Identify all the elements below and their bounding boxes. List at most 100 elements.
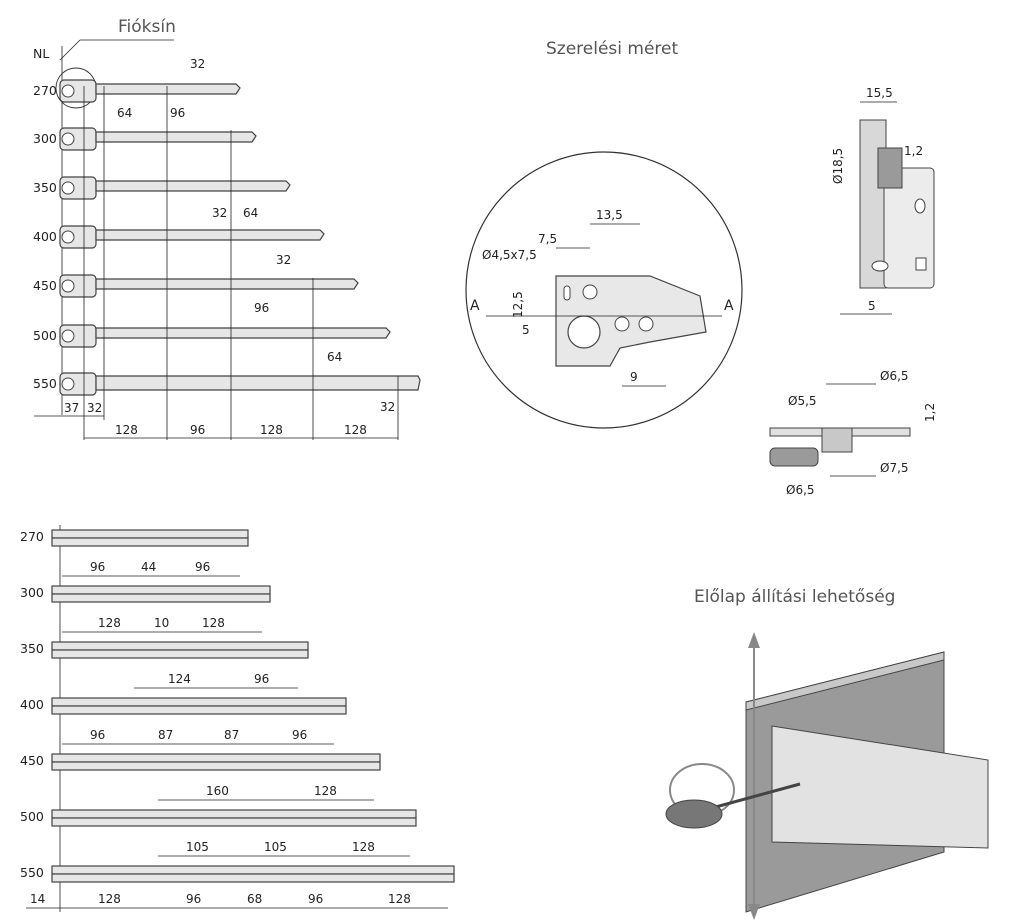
bottom-rail-row: 350 [20,641,309,659]
top-rail-row: 400 [33,225,325,249]
dim-text: 96 [90,560,105,574]
dim-text: 96 [186,892,201,906]
mounting-detail: Szerelési méret A A 13,5 7,5 Ø4,5x7,5 12… [465,39,743,429]
bottom-rail-row: 500 160 128 [20,784,417,827]
rail-bar [51,641,309,651]
dim-text: 32 [190,57,205,71]
rail-bar [51,649,309,659]
front-adjustment: Előlap állítási lehetőség [665,587,989,920]
elolap-title: Előlap állítási lehetőség [694,587,895,607]
dim-text: 14 [30,892,45,906]
rail-bar [51,697,347,707]
rail-profile [95,83,241,95]
rail-length-label: 350 [20,641,44,656]
rail-length-label: 300 [33,131,57,146]
fioksin-label: Fióksín [118,17,176,37]
dim-text: 128 [115,423,138,437]
bottom-rail-row: 450 96 87 87 96 [20,728,381,771]
dim-text: 12,5 [511,291,525,318]
dim-text: 10 [154,616,169,630]
top-rail-row: 300 [33,127,257,151]
rail-bar [51,753,381,763]
side-view: 15,5 1,2 Ø18,5 5 [831,86,935,315]
pin-detail: Ø6,5 Ø5,5 1,2 Ø7,5 Ø6,5 [769,369,937,497]
dim-text: 15,5 [866,86,893,100]
hole [638,316,654,332]
dim-text: 32 [212,206,227,220]
dim-text: 96 [292,728,307,742]
dim-text: 96 [190,423,205,437]
dim-text: 96 [90,728,105,742]
rail-length-label: 270 [33,83,57,98]
bottom-rail-row: 550 105 105 128 [20,840,455,883]
section-a-right: A [724,298,734,314]
rail-bar [51,761,381,771]
fioksin-leader-diag [59,39,81,61]
bottom-rail-series: 270 96 44 96 300 128 10 128 350 400 124 [20,525,455,912]
hole [614,316,630,332]
dim-text: 1,2 [904,144,923,158]
rail-wheel [61,84,75,98]
dim-text: 128 [352,840,375,854]
rail-wheel [61,132,75,146]
dim-text: 128 [344,423,367,437]
dim-text: 96 [254,672,269,686]
rail-length-label: 350 [33,180,57,195]
rail-bar [51,873,455,883]
rail-length-label: 450 [33,278,57,293]
dim-text: 105 [186,840,209,854]
rail-profile [95,375,421,391]
rail-bar [51,529,249,539]
rail-profile [95,229,325,241]
dim-text: 87 [224,728,239,742]
rail-profile [95,327,391,339]
dim-text: 128 [98,892,121,906]
rail-bar [51,705,347,715]
dim-text: 96 [170,106,185,120]
rail-length-label: 400 [20,697,44,712]
dim-text: Ø7,5 [880,461,909,475]
screwdriver-handle [665,799,723,829]
slot-hole [914,198,926,214]
rail-bar [51,585,271,595]
side-wheel [877,147,903,189]
dim-text: 5 [868,299,876,313]
bottom-rail-row: 400 124 96 [20,672,347,715]
dim-text: 128 [388,892,411,906]
dim-text: 64 [327,350,342,364]
dim-text: 128 [314,784,337,798]
dim-text: 128 [98,616,121,630]
dim-text: 1,2 [923,403,937,422]
rail-profile [95,180,291,192]
dim-text: 128 [260,423,283,437]
top-rail-row: 350 [33,176,291,200]
rail-wheel [61,181,75,195]
section-a-left: A [470,298,480,314]
rail-bar [51,817,417,827]
dim-text: 9 [630,370,638,384]
square-hole [915,257,927,271]
dim-text: 64 [243,206,258,220]
dim-text: 105 [264,840,287,854]
rail-bar [51,593,271,603]
rail-length-label: 550 [20,865,44,880]
top-rail-row: 270 [33,79,241,103]
pin-body [821,427,853,453]
dim-text: 96 [308,892,323,906]
dim-text: 44 [141,560,156,574]
dim-text: 7,5 [538,232,557,246]
dim-text: 37 [64,401,79,415]
dim-text: 64 [117,106,132,120]
bottom-rail-row: 270 96 44 96 [20,529,249,577]
dim-text: Ø18,5 [831,148,845,184]
dim-text: 32 [276,253,291,267]
dim-text: 96 [195,560,210,574]
dim-text: 32 [380,400,395,414]
bottom-rail-row: 300 128 10 128 [20,585,271,633]
rail-bar [51,809,417,819]
rail-bar [51,537,249,547]
top-rail-row: 500 [33,324,391,348]
rail-profile [95,131,257,143]
